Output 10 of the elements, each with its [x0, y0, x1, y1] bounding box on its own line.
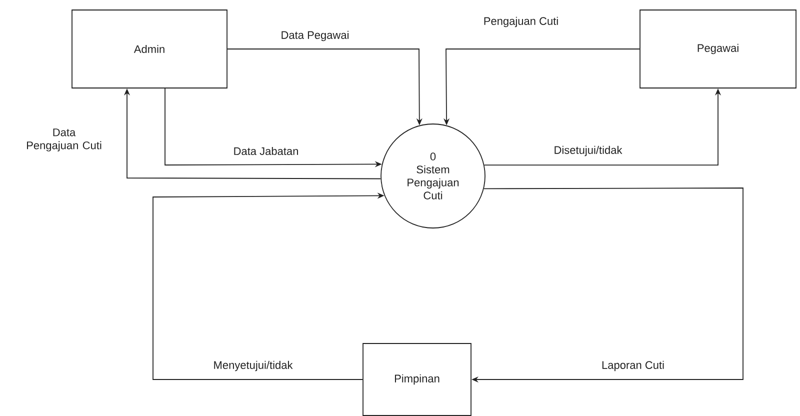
edge-label: Laporan Cuti: [602, 360, 664, 372]
entity-box: Pimpinan: [362, 343, 472, 416]
edge-label: Disetujui/tidak: [554, 146, 622, 156]
entity-box: Admin: [72, 10, 228, 88]
edge-label: Data Pegawai: [282, 30, 348, 42]
edge-label: Data Pengajuan Cuti: [27, 128, 102, 152]
edge-label: Data Jabatan: [234, 146, 298, 156]
entity-box: Pegawai: [640, 10, 796, 88]
edge-label: Menyetujui/tidak: [214, 360, 293, 372]
edge-label: Pengajuan Cuti: [484, 16, 558, 28]
